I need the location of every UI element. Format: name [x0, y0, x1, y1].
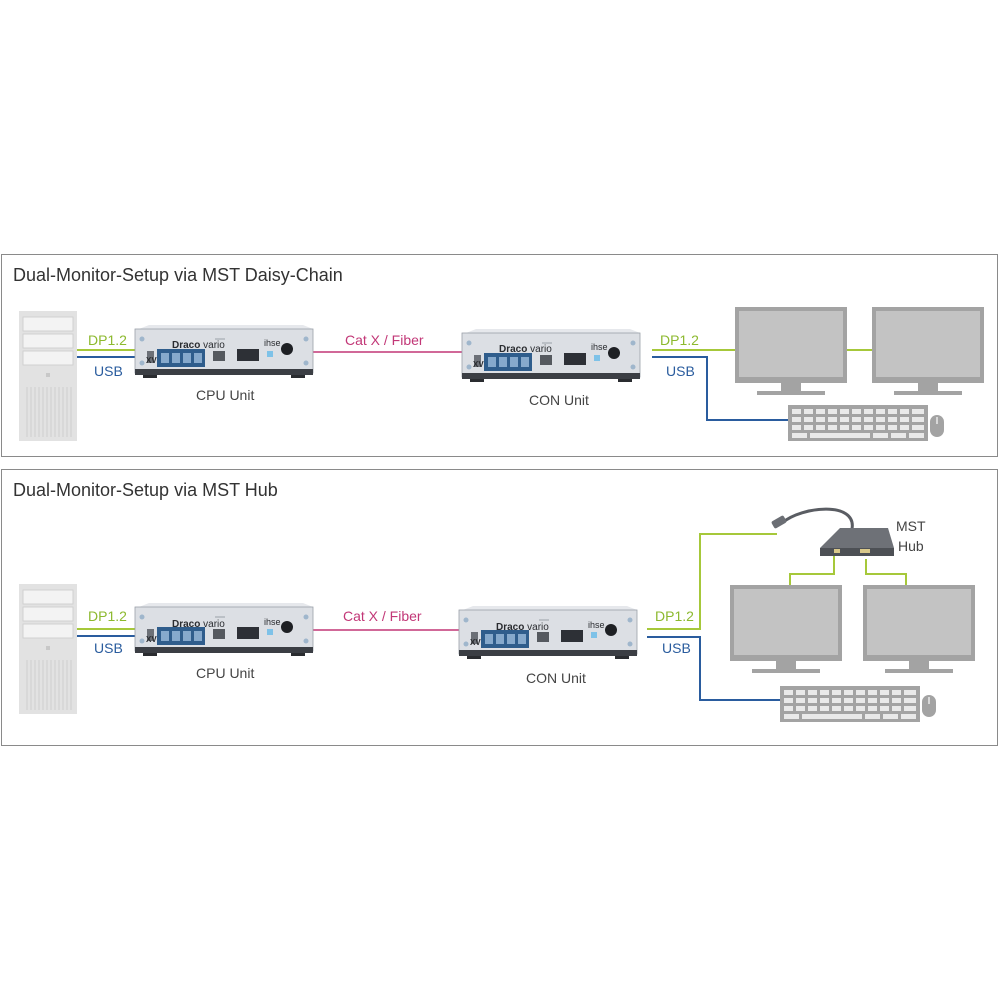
cpu-unit-label: CPU Unit [196, 665, 255, 681]
monitor-1-icon [730, 585, 842, 673]
cpu-brand-label: Draco vario [172, 340, 225, 351]
dp-cable-con [647, 533, 777, 630]
con-maker-label: ihse [591, 342, 608, 352]
con-video-label: DP1.2 [660, 332, 699, 348]
link-label: Cat X / Fiber [345, 332, 424, 348]
monitor-2-icon [872, 307, 984, 395]
cpu-brand-label: Draco vario [172, 619, 225, 630]
con-unit-label: CON Unit [529, 392, 589, 408]
cpu-tower-icon [18, 310, 78, 442]
usb-cable-con [652, 356, 788, 421]
cpu-unit-label: CPU Unit [196, 387, 255, 403]
mouse-icon [929, 414, 945, 438]
cpu-maker-label: ihse [264, 338, 281, 348]
diagram-daisy-chain-graphic [18, 307, 984, 442]
hub-monitor-2-cable [865, 559, 907, 585]
con-brand-label: Draco vario [499, 344, 552, 355]
hub-label-hub: Hub [898, 538, 924, 554]
keyboard-icon [788, 405, 928, 441]
con-usb-label: USB [662, 640, 691, 656]
cpu-tower-icon [18, 583, 78, 715]
con-model-label: XV [473, 360, 484, 369]
hub-cable [781, 507, 854, 530]
mst-hub-icon [820, 528, 894, 556]
con-maker-label: ihse [588, 620, 605, 630]
video-label: DP1.2 [88, 332, 127, 348]
diagram-title: Dual-Monitor-Setup via MST Daisy-Chain [13, 265, 343, 285]
diagram-mst-hub-graphic [18, 507, 975, 722]
monitor-1-icon [735, 307, 847, 395]
keyboard-icon [780, 686, 920, 722]
con-model-label: XV [470, 638, 481, 647]
diagram-mst-hub: Dual-Monitor-Setup via MST Hub [1, 469, 998, 746]
video-label: DP1.2 [88, 608, 127, 624]
cpu-maker-label: ihse [264, 617, 281, 627]
diagram-title: Dual-Monitor-Setup via MST Hub [13, 480, 278, 500]
con-brand-label: Draco vario [496, 622, 549, 633]
mouse-icon [921, 694, 937, 718]
diagram-daisy-chain: Dual-Monitor-Setup via MST Daisy-Chain D… [1, 254, 998, 457]
usb-cable-con [647, 636, 780, 701]
hub-monitor-1-cable [789, 556, 835, 585]
monitor-2-icon [863, 585, 975, 673]
con-video-label: DP1.2 [655, 608, 694, 624]
hub-label-mst: MST [896, 518, 926, 534]
con-usb-label: USB [666, 363, 695, 379]
usb-label: USB [94, 363, 123, 379]
cpu-model-label: XV [146, 635, 157, 644]
link-label: Cat X / Fiber [343, 608, 422, 624]
usb-label: USB [94, 640, 123, 656]
con-unit-label: CON Unit [526, 670, 586, 686]
cpu-model-label: XV [146, 356, 157, 365]
